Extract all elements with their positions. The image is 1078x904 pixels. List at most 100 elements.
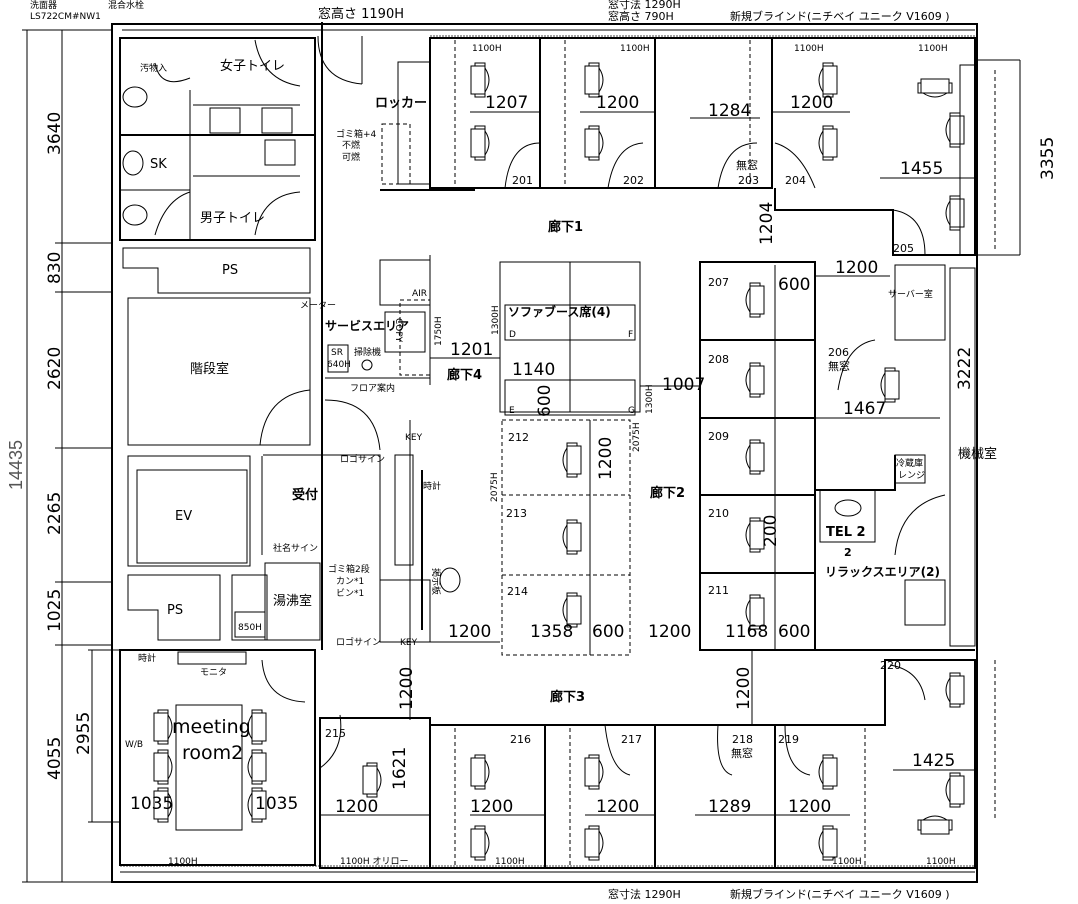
h1100-label: 1100H bbox=[926, 857, 956, 867]
blind-top: 新規ブラインド(ニチベイ ユニーク V1609 ) bbox=[730, 9, 950, 23]
air-label: AIR bbox=[412, 289, 427, 299]
window-size-top: 窓寸法 1290H bbox=[608, 0, 681, 11]
dim-mid: 1200 bbox=[448, 622, 491, 642]
room-label-ps-upper: PS bbox=[222, 263, 238, 278]
chair-icon bbox=[562, 519, 582, 555]
room-label-meeting-2: room2 bbox=[182, 742, 243, 764]
chair-icon bbox=[470, 125, 490, 161]
h850-label: 850H bbox=[238, 623, 262, 633]
vacuum-label: 掃除機 bbox=[354, 346, 381, 358]
chair-icon bbox=[745, 362, 765, 398]
chair-icon bbox=[945, 112, 965, 148]
chair-icon bbox=[362, 762, 382, 798]
room-number: 213 bbox=[506, 507, 527, 520]
h1100-label: 1100H bbox=[918, 44, 948, 54]
chair-icon bbox=[584, 825, 604, 861]
room-number: 220 bbox=[880, 659, 901, 672]
dim-1425: 1425 bbox=[912, 751, 955, 771]
dim-bottom: 1200 bbox=[788, 797, 831, 817]
range-label: レンジ bbox=[898, 471, 925, 481]
dimensions: 14435 3640 830 2620 2265 1025 4055 2955 … bbox=[6, 93, 1058, 817]
logo-sign-label: ロゴサイン bbox=[340, 453, 385, 465]
chair-icon bbox=[153, 749, 173, 785]
room-label-mens-toilet: 男子トイレ bbox=[200, 211, 265, 226]
dim-top: 1455 bbox=[900, 159, 943, 179]
chair-icon bbox=[745, 282, 765, 318]
chair-icon bbox=[470, 754, 490, 790]
dim-bottom: 1200 bbox=[335, 797, 378, 817]
dim-mid: 600 bbox=[592, 622, 624, 642]
room-label-server-room: サーバー室 bbox=[888, 288, 933, 300]
chair-icon bbox=[818, 62, 838, 98]
room-number: 217 bbox=[621, 733, 642, 746]
chair-icon bbox=[745, 439, 765, 475]
room-label-service-area: サービスエリア bbox=[325, 318, 409, 333]
dim-1007: 1007 bbox=[662, 375, 705, 395]
annotations: 汚物入 ゴミ箱+4 不燃 可燃 メーター AIR COPY SR 640H 掃除… bbox=[125, 44, 956, 867]
trash2-label: ゴミ箱2段 bbox=[328, 563, 370, 575]
sr-height-label: 640H bbox=[327, 360, 351, 370]
dim-top: 1207 bbox=[485, 93, 528, 113]
window-height-left: 窓高さ 1190H bbox=[318, 6, 404, 22]
monitor-label: モニタ bbox=[200, 667, 227, 678]
sr-label: SR bbox=[331, 348, 343, 358]
room-label-reception: 受付 bbox=[292, 487, 318, 503]
dim-right-top: 3355 bbox=[1038, 137, 1058, 180]
h1100-orihro-label: 1100H オリロー bbox=[340, 856, 409, 867]
clock-label-2: 時計 bbox=[138, 652, 156, 664]
east-rooms bbox=[814, 262, 976, 651]
room-label-ev: EV bbox=[175, 509, 192, 524]
dim-left: 1025 bbox=[45, 589, 65, 632]
reception-area bbox=[263, 399, 500, 643]
dim-600-sofa: 600 bbox=[535, 385, 555, 417]
corridor-2: 廊下2 bbox=[650, 485, 685, 501]
key-label: KEY bbox=[405, 433, 423, 443]
dim-meeting-w: 1035 bbox=[255, 794, 298, 814]
room-number: 208 bbox=[708, 353, 729, 366]
wb-label: W/B bbox=[125, 740, 143, 750]
room-label-meeting-1: meeting bbox=[172, 716, 251, 738]
relax-count: 2 bbox=[844, 546, 852, 559]
blind-bottom: 新規ブラインド(ニチベイ ユニーク V1609 ) bbox=[730, 887, 950, 901]
room-label-sk: SK bbox=[150, 157, 167, 172]
room-number: 216 bbox=[510, 733, 531, 746]
window-size-bottom: 窓寸法 1290H bbox=[608, 887, 681, 901]
room-number: 204 bbox=[785, 174, 806, 187]
chair-icon bbox=[247, 749, 267, 785]
fridge-label: 冷蔵庫 bbox=[896, 457, 923, 469]
seat-d: D bbox=[509, 330, 516, 340]
dim-top: 1200 bbox=[790, 93, 833, 113]
chair-icon bbox=[153, 709, 173, 745]
burnable-label: 可燃 bbox=[342, 151, 360, 163]
chair-icon bbox=[470, 825, 490, 861]
locker bbox=[317, 35, 475, 191]
meeting-room bbox=[119, 649, 316, 866]
room-label-ps-lower: PS bbox=[167, 603, 183, 618]
dim-left: 4055 bbox=[45, 737, 65, 780]
dim-mid: 1200 bbox=[648, 622, 691, 642]
core bbox=[122, 22, 323, 650]
room-numbers: 201 202 203 204 205 206 207 208 209 210 … bbox=[325, 174, 914, 746]
room-number: 207 bbox=[708, 276, 729, 289]
chair-icon bbox=[584, 754, 604, 790]
toilet-block bbox=[119, 37, 316, 241]
dim-top: 1200 bbox=[596, 93, 639, 113]
room-number: 209 bbox=[708, 430, 729, 443]
dim-mid: 1168 bbox=[725, 622, 768, 642]
top-offices bbox=[429, 37, 996, 256]
room-number: 215 bbox=[325, 727, 346, 740]
logo-sign-label-2: ロゴサイン bbox=[336, 636, 381, 648]
dim-1467: 1467 bbox=[843, 399, 886, 419]
room-label-locker: ロッカー bbox=[375, 96, 427, 111]
chair-icon bbox=[917, 815, 953, 835]
seat-f: F bbox=[628, 330, 633, 340]
h1300-label: 1300H bbox=[645, 384, 655, 414]
room-number: 203 bbox=[738, 174, 759, 187]
bottle-label: ビン*1 bbox=[336, 588, 364, 599]
room-label-kitchenette: 湯沸室 bbox=[273, 593, 312, 609]
h2075-label: 2075H bbox=[632, 422, 642, 452]
can-label: カン*1 bbox=[336, 576, 364, 587]
company-sign-label: 社名サイン bbox=[273, 542, 318, 554]
room-label-womens-toilet: 女子トイレ bbox=[220, 58, 285, 74]
h1300-label: 1300H bbox=[491, 305, 501, 335]
